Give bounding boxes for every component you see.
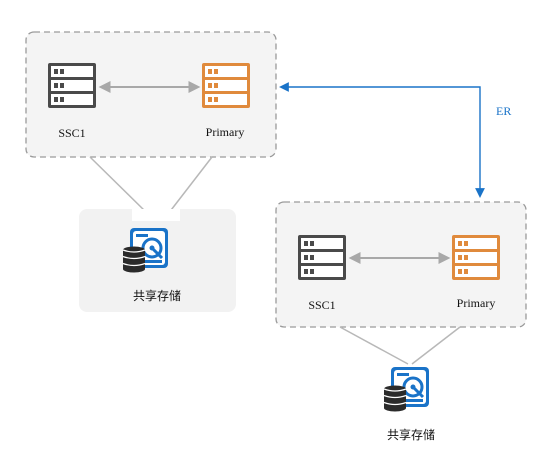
- cluster-2-ssc-server-icon: [298, 235, 346, 280]
- cluster-1-primary-label: Primary: [205, 125, 245, 139]
- cluster-1-ssc-server-icon: [48, 63, 96, 108]
- cluster-1-storage-label: 共享存储: [132, 289, 182, 303]
- cluster-1-ssc-label: SSC1: [58, 126, 86, 140]
- cluster-2-storage-label: 共享存储: [386, 428, 436, 442]
- cluster-2-ssc-label: SSC1: [308, 298, 336, 312]
- er-link-label: ER: [496, 104, 512, 118]
- cluster-2-ssc-storage-link: [339, 326, 409, 365]
- cluster-1-primary-server-icon: [202, 63, 250, 108]
- cluster-1-primary-storage-link: [167, 156, 213, 215]
- cluster-2-primary-storage-link: [411, 326, 461, 365]
- cluster-2-group-box: [275, 201, 527, 328]
- cluster-2-primary-server-icon: [452, 235, 500, 280]
- er-link-arrow: [279, 82, 485, 198]
- cluster-1-ssc-storage-link: [89, 156, 149, 215]
- cluster-2-primary-label: Primary: [456, 296, 496, 310]
- cluster-2-shared-storage-icon: [382, 365, 431, 413]
